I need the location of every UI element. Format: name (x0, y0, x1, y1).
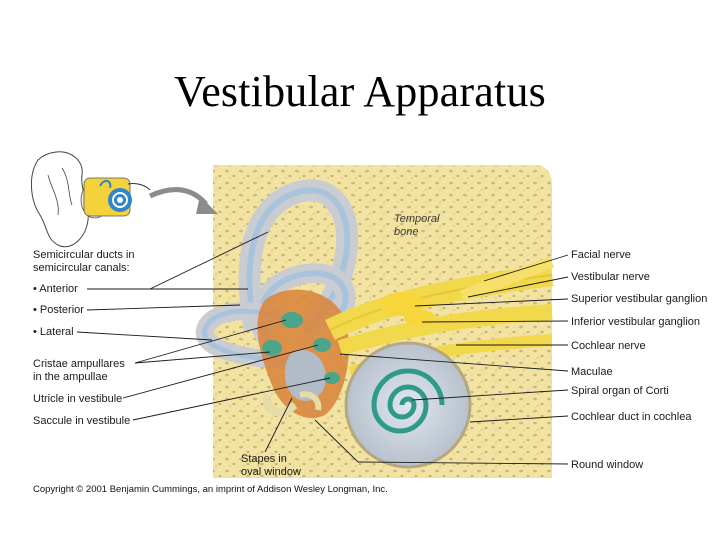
ear-overview-icon (31, 151, 151, 248)
label-facial-nerve: Facial nerve (571, 249, 631, 261)
leader-lines-right (264, 254, 569, 465)
arrow-icon (148, 187, 218, 214)
label-spiral-organ: Spiral organ of Corti (571, 385, 669, 397)
copyright-text: Copyright © 2001 Benjamin Cummings, an i… (33, 484, 388, 495)
cochlea (344, 341, 472, 469)
label-round-window: Round window (571, 459, 643, 471)
label-inferior-ganglion: Inferior vestibular ganglion (571, 316, 700, 328)
label-semicircular-line2: semicircular canals: (33, 262, 130, 274)
label-cristae-line1: Cristae ampullares (33, 358, 125, 370)
label-anterior: • Anterior (33, 283, 78, 295)
leader-lines-left (76, 231, 331, 421)
nerves (325, 256, 555, 378)
label-saccule: Saccule in vestibule (33, 415, 130, 427)
label-cristae-line2: in the ampullae (33, 371, 108, 383)
label-lateral: • Lateral (33, 326, 74, 338)
label-cochlear-nerve: Cochlear nerve (571, 340, 646, 352)
label-cochlear-duct: Cochlear duct in cochlea (571, 411, 692, 423)
slide-title: Vestibular Apparatus (174, 67, 546, 116)
label-utricle: Utricle in vestibule (33, 393, 122, 405)
label-semicircular-line1: Semicircular ducts in (33, 249, 134, 261)
label-maculae: Maculae (571, 366, 613, 378)
label-stapes-line2: oval window (241, 466, 301, 478)
label-posterior: • Posterior (33, 304, 84, 316)
label-temporal-line2: bone (394, 226, 418, 238)
label-vestibular-nerve: Vestibular nerve (571, 271, 650, 283)
cristae-ampullares (262, 312, 340, 384)
label-temporal-line1: Temporal (394, 213, 440, 225)
label-stapes-line1: Stapes in (241, 453, 287, 465)
label-superior-ganglion: Superior vestibular ganglion (571, 293, 707, 305)
